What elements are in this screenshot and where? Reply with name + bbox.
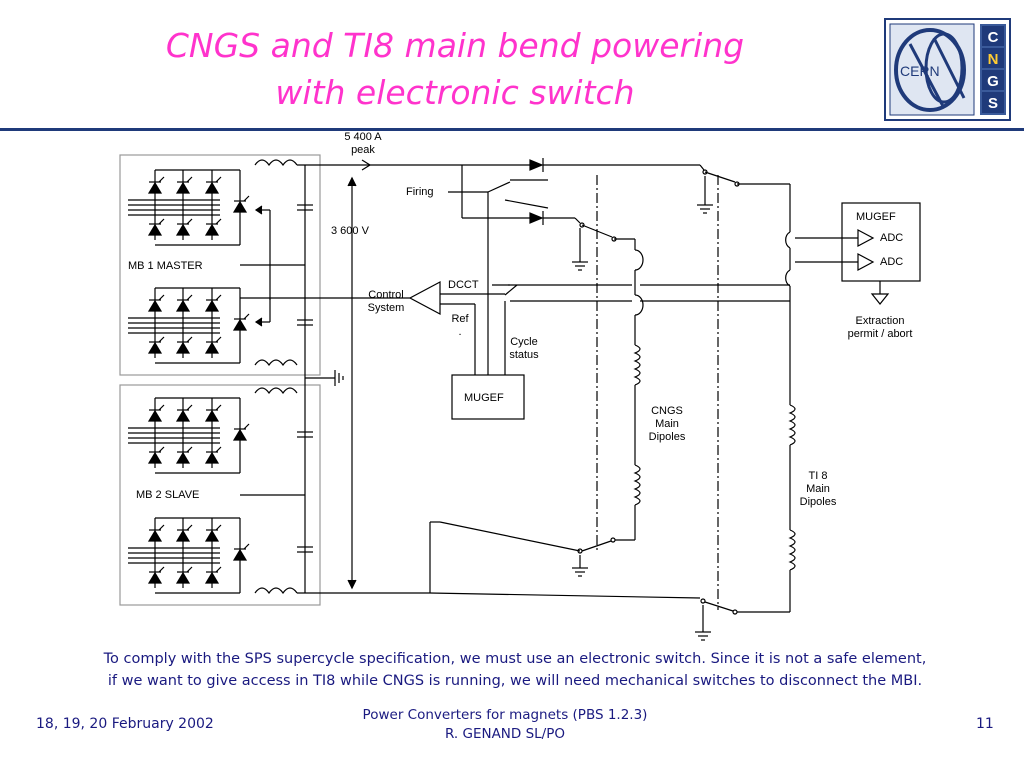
inductor-mb1-bottom bbox=[254, 359, 298, 367]
footer-date: 18, 19, 20 February 2002 bbox=[36, 716, 214, 732]
bridge-diode bbox=[147, 181, 163, 194]
bridge-diode bbox=[175, 409, 191, 422]
bridge-diode bbox=[147, 409, 163, 422]
ti8-dipoles-label: TI 8 Main Dipoles bbox=[799, 470, 837, 508]
adc-1-label: ADC bbox=[880, 232, 904, 244]
cngs-coil-1 bbox=[633, 344, 641, 386]
inductor-mb1-top bbox=[254, 159, 298, 167]
bridge-diode bbox=[204, 223, 220, 236]
mb2-bridge-box bbox=[119, 384, 321, 606]
mb1-bridge-box bbox=[119, 154, 321, 376]
bridge-diode bbox=[147, 529, 163, 542]
bridge-diode bbox=[175, 223, 191, 236]
mugef-lower-label: MUGEF bbox=[464, 392, 504, 404]
freewheel-diode bbox=[232, 428, 248, 441]
bridge-diode bbox=[204, 299, 220, 312]
control-system-label: Control System bbox=[367, 289, 405, 314]
cern-cngs-logo: CERN C N G S bbox=[884, 18, 1011, 121]
cngs-coil-2 bbox=[633, 464, 641, 506]
bridge-diode bbox=[147, 451, 163, 464]
bridge-diode bbox=[175, 571, 191, 584]
bridge-diode bbox=[147, 571, 163, 584]
title-divider bbox=[0, 128, 1024, 131]
ref-label: Ref . bbox=[451, 313, 469, 338]
freewheel-diode bbox=[232, 318, 248, 331]
bridge-diode bbox=[147, 341, 163, 354]
bridge-diode bbox=[204, 571, 220, 584]
firing-label: Firing bbox=[406, 186, 434, 198]
bridge-diode bbox=[147, 223, 163, 236]
mb2-slave-label: MB 2 SLAVE bbox=[136, 489, 200, 501]
mugef-right-label: MUGEF bbox=[856, 211, 896, 223]
bridge-diode bbox=[204, 181, 220, 194]
cycle-status-label: Cycle status bbox=[509, 336, 539, 361]
bridge-diode bbox=[204, 529, 220, 542]
title-line-2: with electronic switch bbox=[275, 73, 635, 112]
bridge-diode bbox=[204, 341, 220, 354]
logo-letter-g: G bbox=[987, 73, 999, 90]
ti8-coil-1 bbox=[788, 404, 796, 446]
peak-current-label: 5 400 A peak bbox=[344, 131, 382, 156]
bridge-diode bbox=[204, 451, 220, 464]
logo-letter-n: N bbox=[988, 51, 999, 68]
bridge-diode bbox=[175, 299, 191, 312]
cngs-dipoles-label: CNGS Main Dipoles bbox=[648, 405, 686, 443]
title-line-1: CNGS and TI8 main bend powering bbox=[165, 26, 745, 65]
page-number: 11 bbox=[976, 716, 994, 732]
bridge-diode bbox=[175, 181, 191, 194]
bridge-diode bbox=[147, 299, 163, 312]
slide-title: CNGS and TI8 main bend powering with ele… bbox=[60, 22, 850, 116]
logo-letter-s: S bbox=[988, 95, 998, 112]
bridge-diode bbox=[175, 451, 191, 464]
inductor-mb2-top bbox=[254, 387, 298, 395]
mb1-master-label: MB 1 MASTER bbox=[128, 260, 203, 272]
bridge-diode bbox=[175, 341, 191, 354]
bridge-diode bbox=[175, 529, 191, 542]
extraction-label: Extraction permit / abort bbox=[847, 315, 913, 340]
inductor-mb2-bottom bbox=[254, 587, 298, 595]
freewheel-diode bbox=[232, 200, 248, 213]
logo-letter-c: C bbox=[988, 29, 999, 46]
ti8-coil-2 bbox=[788, 529, 796, 571]
footer-center: Power Converters for magnets (PBS 1.2.3)… bbox=[362, 707, 648, 742]
slide-caption: To comply with the SPS supercycle specif… bbox=[103, 651, 927, 689]
logo-cern-text: CERN bbox=[900, 63, 940, 79]
voltage-label: 3 600 V bbox=[331, 225, 369, 237]
adc-2-label: ADC bbox=[880, 256, 904, 268]
bridge-diode bbox=[204, 409, 220, 422]
freewheel-diode bbox=[232, 548, 248, 561]
dcct-label: DCCT bbox=[448, 279, 479, 291]
